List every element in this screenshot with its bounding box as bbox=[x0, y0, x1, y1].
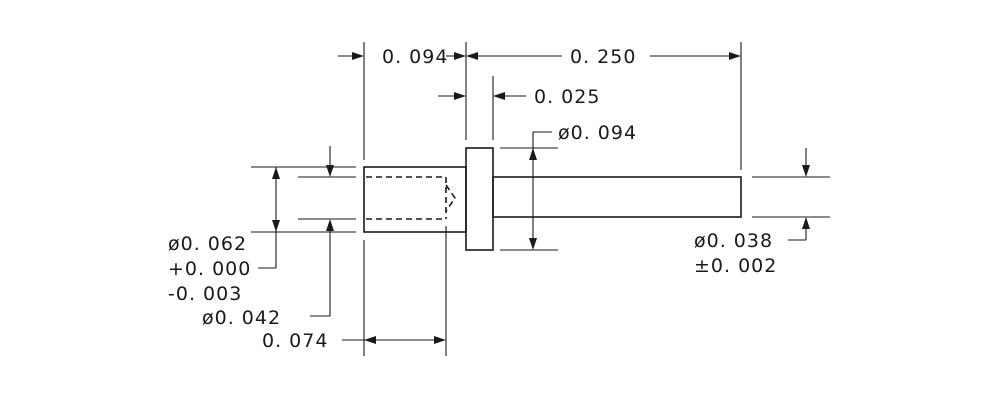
dim-text-pin-length: 0. 250 bbox=[570, 46, 636, 68]
dim-socket-length: 0. 094 bbox=[338, 46, 466, 68]
dim-text-bore-diameter: ø0. 042 bbox=[202, 307, 281, 329]
dim-text-flange-thickness: 0. 025 bbox=[534, 86, 600, 108]
dim-socket-bore-diameter: ø0. 042 bbox=[202, 146, 334, 329]
hidden-bore bbox=[366, 176, 456, 220]
dim-pin-length: 0. 250 bbox=[466, 46, 741, 68]
dim-text-socket-od-minus: -0. 003 bbox=[168, 283, 242, 305]
dim-bore-depth: 0. 074 bbox=[262, 330, 446, 352]
flange bbox=[465, 147, 494, 251]
dim-socket-outer-diameter: ø0. 062 +0. 000 -0. 003 bbox=[168, 167, 280, 305]
part-outline bbox=[363, 147, 742, 251]
dim-text-socket-od-plus: +0. 000 bbox=[168, 258, 251, 280]
dim-text-socket-od: ø0. 062 bbox=[168, 233, 247, 255]
dim-flange-diameter: ø0. 094 bbox=[529, 122, 637, 250]
dim-text-pin-diameter: ø0. 038 bbox=[694, 230, 773, 252]
dim-text-flange-diameter: ø0. 094 bbox=[558, 122, 637, 144]
dim-text-socket-length: 0. 094 bbox=[382, 46, 448, 68]
dim-pin-diameter: ø0. 038 ±0. 002 bbox=[694, 148, 810, 277]
dim-text-bore-depth: 0. 074 bbox=[262, 330, 328, 352]
dim-text-pin-diameter-tol: ±0. 002 bbox=[694, 255, 777, 277]
extension-lines bbox=[251, 42, 830, 356]
pin bbox=[492, 176, 742, 218]
dim-flange-thickness: 0. 025 bbox=[438, 86, 600, 108]
